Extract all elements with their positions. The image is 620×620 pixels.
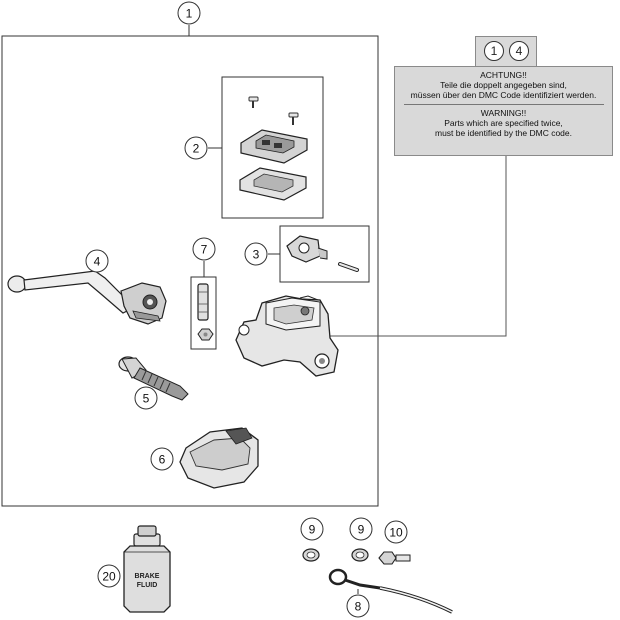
note-leader — [323, 156, 507, 337]
callout-5: 5 — [134, 386, 158, 410]
svg-text:1: 1 — [186, 7, 193, 21]
svg-text:10: 10 — [389, 526, 403, 540]
callout-2: 2 — [184, 136, 208, 160]
warning-text-de-2: müssen über den DMC Code identifiziert w… — [410, 90, 597, 100]
svg-text:7: 7 — [201, 243, 208, 257]
note-reference-tab: 1 4 — [475, 36, 537, 67]
callout-1: 1 — [177, 1, 201, 25]
washer-a — [302, 548, 320, 562]
bleeder-nut — [197, 328, 214, 341]
note-ref-4: 4 — [509, 41, 529, 61]
callout-10: 10 — [384, 520, 408, 544]
warning-text-de-1: Teile die doppelt angegeben sind, — [440, 80, 567, 90]
callout-6: 6 — [150, 447, 174, 471]
svg-text:2: 2 — [193, 142, 200, 156]
svg-text:BRAKE: BRAKE — [135, 573, 160, 580]
callout-9a: 9 — [300, 517, 324, 541]
reservoir-diaphragm — [239, 167, 307, 201]
svg-text:4: 4 — [94, 255, 101, 269]
callout-20: 20 — [97, 564, 121, 588]
brake-line — [328, 568, 453, 614]
callout-9b: 9 — [349, 517, 373, 541]
reservoir-cover-parts — [239, 96, 308, 201]
svg-text:9: 9 — [358, 523, 365, 537]
dmc-warning-note: ACHTUNG!! Teile die doppelt angegeben si… — [394, 66, 613, 156]
svg-text:8: 8 — [355, 600, 362, 614]
svg-text:20: 20 — [102, 570, 116, 584]
svg-text:9: 9 — [309, 523, 316, 537]
bottle-label: BRAKE FLUID — [135, 573, 160, 589]
note-ref-1: 1 — [484, 41, 504, 61]
clamp-pin — [338, 262, 359, 272]
assembly-frame — [1, 35, 379, 507]
screw-right — [288, 112, 299, 125]
brake-lever — [7, 270, 167, 325]
warning-text-en-1: Parts which are specified twice, — [444, 118, 563, 128]
screw-left — [248, 96, 259, 108]
svg-text:5: 5 — [143, 392, 150, 406]
brake-fluid-bottle — [123, 525, 171, 613]
piston-assembly — [118, 356, 189, 401]
callout-7: 7 — [192, 237, 216, 261]
svg-text:FLUID: FLUID — [137, 582, 158, 589]
master-cylinder-cover — [179, 427, 259, 489]
warning-title-de: ACHTUNG!! — [480, 70, 527, 80]
reservoir-cover — [240, 129, 308, 164]
washer-b — [351, 548, 369, 562]
banjo-bolt — [378, 551, 411, 565]
callout-8: 8 — [346, 594, 370, 618]
handlebar-clamp — [286, 235, 328, 263]
callout-3: 3 — [244, 242, 268, 266]
svg-text:6: 6 — [159, 453, 166, 467]
bleeder-screw — [197, 283, 209, 321]
warning-text-en-2: must be identified by the DMC code. — [434, 128, 572, 138]
callout-4: 4 — [85, 249, 109, 273]
svg-text:3: 3 — [253, 248, 260, 262]
warning-title-en: WARNING!! — [480, 108, 527, 118]
master-cylinder — [235, 295, 339, 377]
note-divider — [403, 104, 604, 105]
